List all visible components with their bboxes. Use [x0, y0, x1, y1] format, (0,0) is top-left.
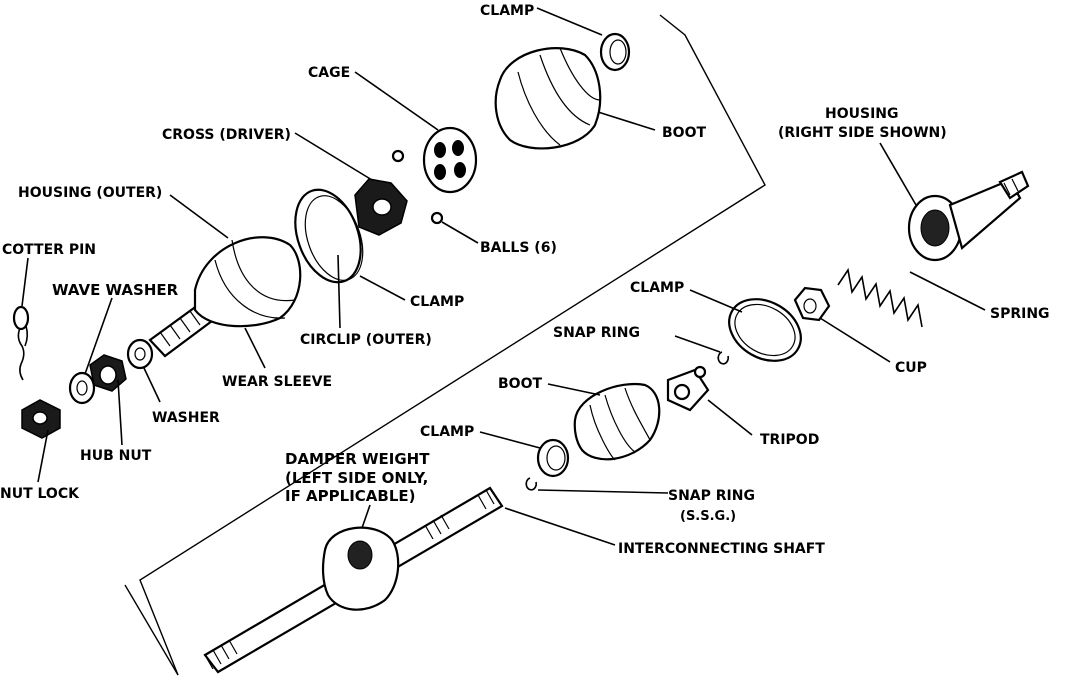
label-interconnecting-shaft: INTERCONNECTING SHAFT: [618, 541, 825, 557]
hub-nut: [89, 354, 127, 392]
label-nut-lock: NUT LOCK: [0, 486, 80, 502]
label-balls: BALLS (6): [480, 240, 557, 256]
label-wear-sleeve: WEAR SLEEVE: [222, 374, 332, 390]
clamp-plate: [294, 188, 364, 284]
label-hub-nut: HUB NUT: [80, 448, 152, 464]
label-circlip-outer: CIRCLIP (OUTER): [300, 332, 432, 348]
clamp-right-ring: [728, 298, 802, 362]
snap-ring-upper: [717, 351, 730, 365]
label-clamp-lower: CLAMP: [420, 424, 474, 440]
washer: [126, 338, 154, 370]
label-cage: CAGE: [308, 65, 350, 81]
label-spring: SPRING: [990, 306, 1050, 322]
boot-top: [494, 47, 602, 150]
housing-right: [907, 170, 1030, 262]
label-snap-ring-2: SNAP RING: [668, 488, 755, 504]
label-cotter-pin: COTTER PIN: [2, 242, 96, 258]
label-clamp-right: CLAMP: [630, 280, 684, 296]
label-clamp-mid: CLAMP: [410, 294, 464, 310]
label-tripod: TRIPOD: [760, 432, 819, 448]
label-housing-right-2: (RIGHT SIDE SHOWN): [778, 125, 947, 141]
leader-lines: [21, 7, 986, 546]
snap-ring-lower: [525, 477, 538, 491]
spring: [837, 267, 923, 328]
clamp-lower-ring: [536, 438, 570, 478]
clamp-top-ring: [599, 32, 631, 72]
label-damper-2: (LEFT SIDE ONLY,: [285, 469, 428, 487]
cup: [793, 286, 831, 322]
tripod: [666, 365, 710, 412]
cross-driver: [354, 178, 408, 236]
labels: CLAMP CAGE BOOT CROSS (DRIVER) HOUSING (…: [0, 3, 1050, 557]
label-ssg: (S.S.G.): [680, 509, 736, 524]
label-washer: WASHER: [152, 410, 220, 426]
label-boot-lower: BOOT: [498, 376, 542, 392]
cotter-pin: [12, 305, 30, 381]
cage: [422, 126, 478, 194]
wave-washer: [68, 371, 96, 405]
label-cross-driver: CROSS (DRIVER): [162, 127, 291, 143]
label-cup: CUP: [895, 360, 927, 376]
assembly-bracket: [124, 14, 766, 676]
label-damper-3: IF APPLICABLE): [285, 487, 416, 505]
nut-lock: [21, 399, 61, 439]
label-wave-washer: WAVE WASHER: [52, 281, 179, 299]
damper-weight: [321, 526, 400, 611]
label-housing-right-1: HOUSING: [825, 106, 899, 122]
label-snap-ring-1: SNAP RING: [553, 325, 640, 341]
boot-lower: [573, 382, 661, 461]
balls: [391, 149, 444, 225]
label-housing-outer: HOUSING (OUTER): [18, 185, 162, 201]
label-boot-top: BOOT: [662, 125, 706, 141]
outer-housing: [148, 236, 302, 358]
label-clamp-top: CLAMP: [480, 3, 534, 19]
label-damper-1: DAMPER WEIGHT: [285, 450, 430, 468]
